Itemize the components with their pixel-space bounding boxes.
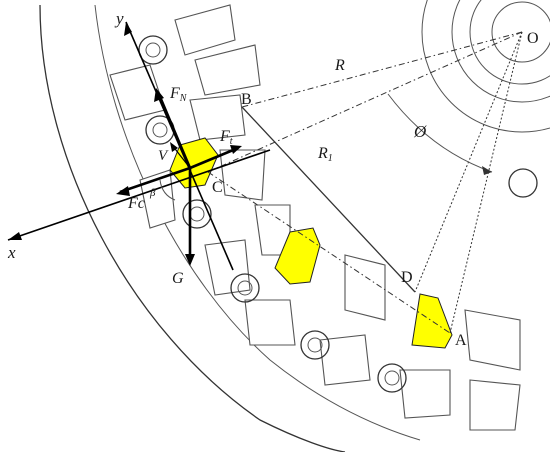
label-g: G [172,270,184,287]
fc-vector [119,166,191,194]
label-v: V [158,148,169,164]
line-c-a [207,171,451,334]
label-ft: Ft [219,128,233,147]
y-axis-arrowhead [124,22,132,36]
label-phi: Ø [413,122,427,141]
label-c: C [212,179,223,196]
outer-casing-arc [39,4,346,452]
x-axis [7,149,271,241]
v-arrowhead [170,142,178,152]
ft-vector [189,146,239,170]
highlight-body-2 [274,227,321,285]
radius-r-line [241,31,523,108]
pin-holes [138,35,538,393]
beta-arc [159,179,176,201]
line-b-d [241,106,416,293]
label-x: x [7,243,16,262]
line-o-a [449,31,523,334]
label-o: O [527,30,539,47]
angle-arc [387,93,493,173]
angle-arrowhead [482,166,492,175]
label-a: A [455,332,467,349]
label-d: D [401,269,413,286]
label-fc: Fc [127,195,145,212]
label-y: y [114,9,124,28]
fn-arrowhead [154,88,164,102]
g-arrowhead [185,254,195,266]
center-rings [421,0,550,133]
x-axis-arrowhead [8,232,22,240]
label-r: R [334,57,345,74]
inner-casing-arc [94,4,421,441]
label-fn: FN [169,85,188,104]
radius-r1-line [207,31,523,173]
highlight-body-3 [411,293,453,349]
fc-arrowhead [116,186,130,196]
ft-arrowhead [230,145,242,154]
fn-vector [156,91,192,169]
label-b: B [241,91,252,108]
rotor-slots [109,4,521,431]
label-r1: R1 [317,145,333,164]
label-beta: β [149,187,156,199]
